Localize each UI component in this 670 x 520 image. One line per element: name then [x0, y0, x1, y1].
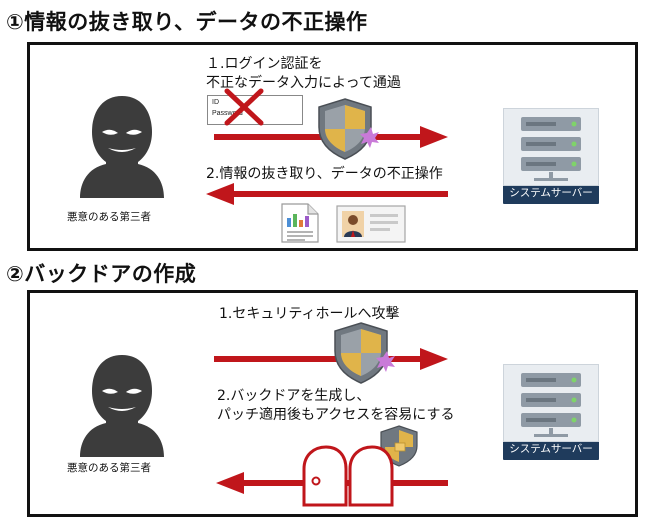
server-rack-graphic: [521, 373, 581, 437]
step1-text-line2: 不正なデータ入力によって通過: [206, 75, 401, 91]
section2-heading: ②バックドアの作成: [6, 262, 197, 286]
step2-text-line2: パッチ適用後もアクセスを容易にする: [217, 407, 455, 423]
login-password-label: Password: [212, 110, 243, 117]
document-chart-icon: [281, 203, 319, 243]
id-card-icon: [336, 205, 406, 243]
attacker-icon: [80, 96, 164, 198]
section1-panel: 悪意のある第三者 １.ログイン認証を 不正なデータ入力によって通過 ID Pas…: [27, 42, 638, 251]
cross-icon: [224, 88, 264, 126]
attacker-label: 悪意のある第三者: [67, 211, 151, 223]
step2-text-line1: 2.バックドアを生成し、: [217, 388, 371, 404]
attacker-label: 悪意のある第三者: [67, 462, 151, 474]
shield-icon: [334, 322, 395, 384]
section1-heading: ①情報の抜き取り、データの不正操作: [6, 10, 368, 34]
step1-text-line1: １.ログイン認証を: [206, 56, 323, 72]
server-rack: [503, 364, 599, 442]
attack-arrow-right: [214, 348, 448, 370]
section2-panel: 悪意のある第三者 1.セキュリティホールへ攻撃 2.バックドアを生成し、 パッチ…: [27, 290, 638, 517]
door-icon: [302, 445, 394, 507]
attacker-icon: [80, 355, 164, 457]
login-id-label: ID: [212, 99, 219, 106]
server-rack-graphic: [521, 117, 581, 181]
server-icon: システムサーバー: [503, 108, 599, 204]
step1-text: 1.セキュリティホールへ攻撃: [219, 306, 400, 322]
step2-text: 2.情報の抜き取り、データの不正操作: [206, 166, 443, 182]
server-label: システムサーバー: [509, 187, 593, 199]
login-form: ID Password: [207, 95, 303, 125]
shield-icon: [318, 98, 379, 160]
server-label: システムサーバー: [509, 443, 593, 455]
exfil-arrow-left: [206, 183, 448, 205]
server-icon: システムサーバー: [503, 364, 599, 460]
server-rack: [503, 108, 599, 186]
